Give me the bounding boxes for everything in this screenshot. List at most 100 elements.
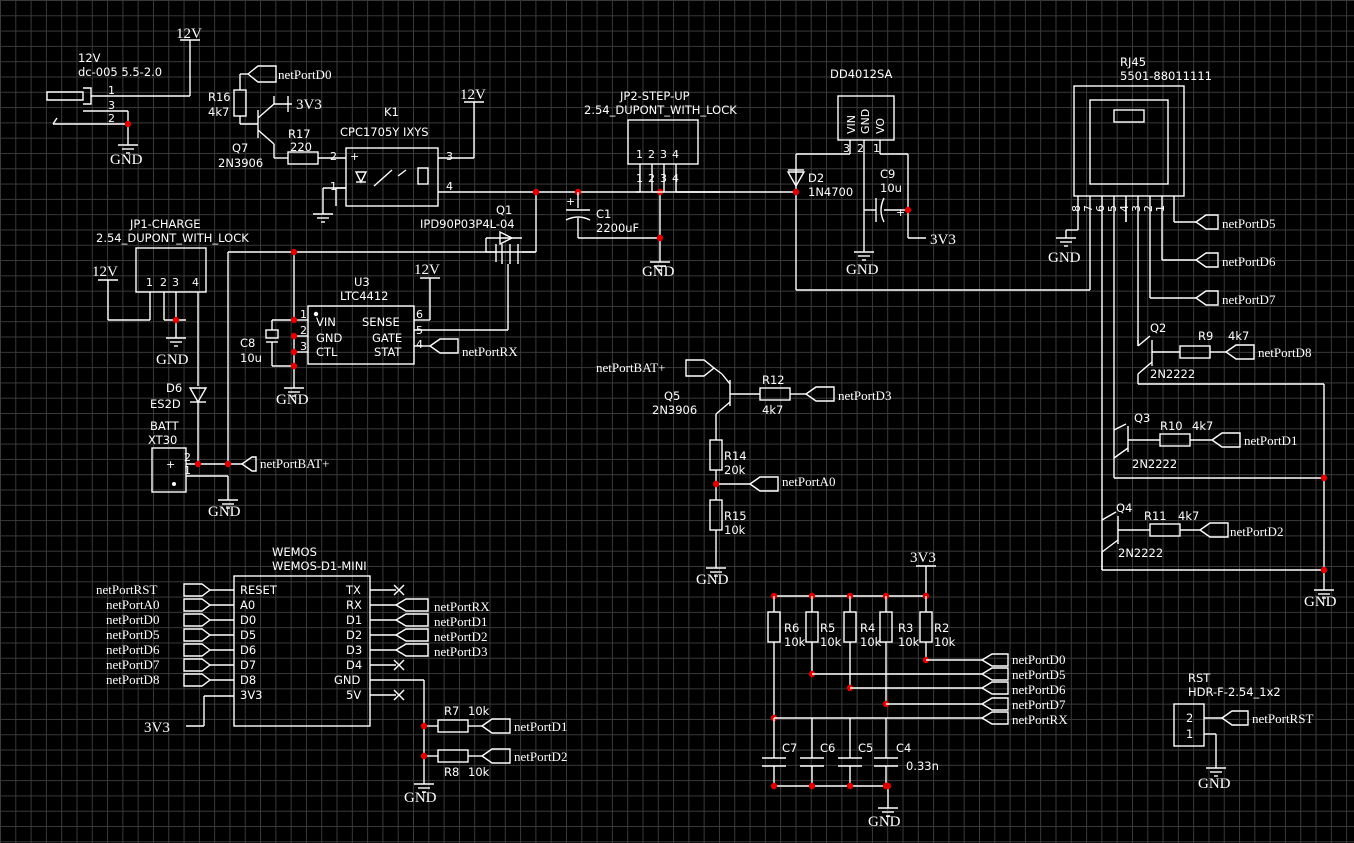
dc-part: dc-005 5.5-2.0 — [78, 65, 162, 79]
pin-num: 1 — [146, 276, 153, 289]
junction — [808, 782, 816, 790]
r16-value: 4k7 — [208, 105, 229, 119]
pin-num: 3 — [300, 340, 307, 353]
net-flag-left — [183, 643, 212, 657]
net-label-d8-rj: netPortD8 — [1258, 345, 1311, 360]
pullup-network — [762, 565, 1009, 817]
gnd-label: GND — [276, 392, 309, 408]
rj45-part: 5501-88011111 — [1120, 69, 1212, 83]
net-flag-left — [183, 673, 212, 687]
label-12v-c: 12V — [92, 264, 118, 280]
u3-label: U3 — [354, 275, 370, 289]
k1-part: CPC1705Y IXYS — [340, 125, 429, 139]
pin-stat: STAT — [374, 345, 402, 359]
label-3v3-b: 3V3 — [930, 232, 956, 248]
pin-d3: D3 — [346, 643, 362, 657]
junction — [884, 782, 892, 790]
rj45-connector — [1055, 85, 1196, 570]
c7-label: C7 — [782, 741, 797, 755]
dc-title: 12V — [78, 51, 101, 65]
pin-num: 2 — [857, 142, 864, 155]
pin-num: 1 — [300, 308, 307, 321]
r4-value: 10k — [860, 635, 882, 649]
q2-q3-q4-transistors — [1101, 335, 1335, 599]
d6-part: ES2D — [150, 397, 181, 411]
net-flag-left — [183, 583, 212, 597]
pin-num: 3 — [172, 276, 179, 289]
k1-label: K1 — [384, 105, 399, 119]
gnd-label: GND — [404, 790, 437, 806]
net-label-a0-w: netPortA0 — [106, 597, 159, 612]
r16-label: R16 — [208, 90, 231, 104]
rst-label: RST — [1188, 671, 1211, 685]
q7-transistor — [233, 65, 346, 165]
q1-mosfet — [228, 188, 582, 331]
dd4012sa-regulator — [786, 95, 1090, 291]
pin-num: 3 — [660, 172, 667, 185]
pullup-resistor — [919, 611, 933, 643]
q4-label: Q4 — [1116, 501, 1132, 515]
wemos-part: WEMOS-D1-MINI — [272, 559, 367, 573]
pin-3v3: 3V3 — [240, 688, 263, 702]
net-label-d1-r7: netPortD1 — [514, 719, 567, 734]
pin-num: 1 — [184, 464, 191, 477]
pin-5v: 5V — [346, 688, 361, 702]
net-label-d0-top: netPortD0 — [278, 67, 331, 82]
u3-ltc4412 — [227, 248, 459, 464]
pin-vo: VO — [874, 118, 887, 134]
pin-num: 1 — [1186, 727, 1193, 741]
pin-num: 1 — [636, 172, 643, 185]
net-label-d2-r8: netPortD2 — [514, 749, 567, 764]
r11-value: 4k7 — [1178, 509, 1199, 523]
pin-num: 1 — [1154, 205, 1167, 212]
jp1-part: 2.54_DUPONT_WITH_LOCK — [96, 231, 249, 245]
pin-num: 3 — [843, 142, 850, 155]
gnd-label: GND — [1198, 776, 1231, 792]
net-label-d2-rj: netPortD2 — [1230, 524, 1283, 539]
pin-num: 4 — [446, 180, 453, 193]
q2-part: 2N2222 — [1150, 367, 1195, 381]
net-label-d5-w: netPortD5 — [106, 627, 159, 642]
net-label-d0-w: netPortD0 — [106, 612, 159, 627]
r6-label: R6 — [784, 621, 799, 635]
net-label-d0-p: netPortD0 — [1012, 652, 1065, 667]
q7-label: Q7 — [232, 141, 248, 155]
r15-value: 10k — [724, 523, 746, 537]
wemos-d1-mini — [183, 575, 511, 793]
rst-header — [1173, 703, 1249, 777]
d2-label: D2 — [808, 171, 824, 185]
c1-label: C1 — [596, 207, 611, 221]
r15-label: R15 — [724, 509, 747, 523]
pin-sense: SENSE — [362, 315, 400, 329]
pin-num: 3 — [1130, 205, 1143, 212]
net-label-bat-left: netPortBAT+ — [260, 456, 329, 471]
pin-num: + — [896, 206, 905, 219]
jp2-label: JP2-STEP-UP — [619, 89, 690, 103]
net-label-d5-p: netPortD5 — [1012, 667, 1065, 682]
gnd-label: GND — [110, 152, 143, 168]
pin-tx: TX — [345, 583, 361, 597]
rj45-label: RJ45 — [1120, 55, 1146, 69]
net-label-rx-w: netPortRX — [434, 599, 490, 614]
pin-d7: D7 — [240, 658, 256, 672]
pin-num: 1 — [873, 142, 880, 155]
net-label-a0-q5: netPortA0 — [782, 474, 835, 489]
net-label-d8-w: netPortD8 — [106, 672, 159, 687]
pin-num: 3 — [446, 150, 453, 163]
pin-num: 4 — [1118, 205, 1131, 212]
r10-value: 4k7 — [1192, 419, 1213, 433]
pin-num: 3 — [108, 99, 115, 112]
gnd-label: GND — [208, 504, 241, 520]
q7-part: 2N3906 — [218, 156, 263, 170]
net-flag-right — [394, 598, 429, 612]
net-flag-right — [394, 613, 429, 627]
jp1-label: JP1-CHARGE — [129, 217, 201, 231]
pin-a0: A0 — [240, 598, 255, 612]
label-12v-b: 12V — [460, 87, 486, 103]
pin-num: 2 — [184, 451, 191, 464]
pin-num: 5 — [416, 324, 423, 337]
d2-part: 1N4700 — [808, 185, 853, 199]
net-label-d6-w: netPortD6 — [106, 642, 160, 657]
pin-num: 6 — [1094, 205, 1107, 212]
label-12v-d: 12V — [414, 262, 440, 278]
